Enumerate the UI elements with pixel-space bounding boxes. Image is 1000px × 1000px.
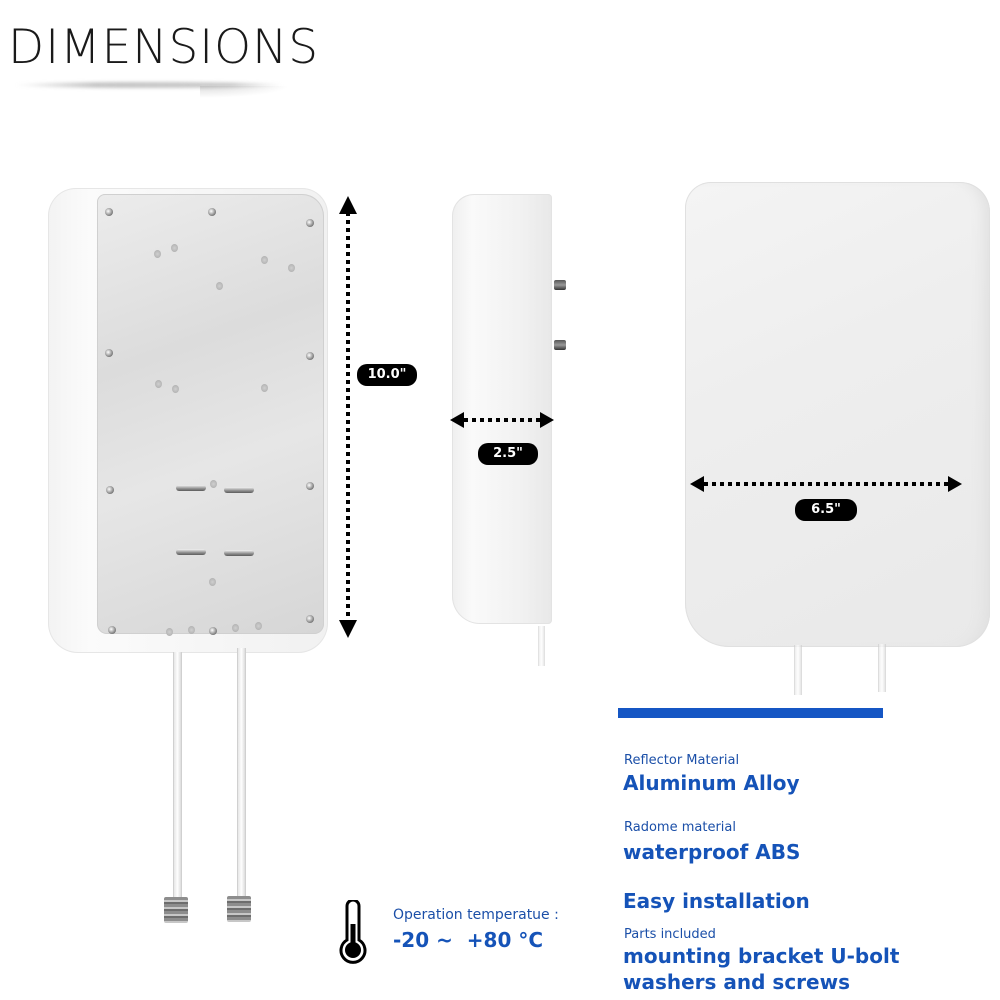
rivet-hole [261, 384, 268, 392]
title-underline-shadow [14, 82, 284, 88]
title-underline-shadow-fade [200, 86, 290, 98]
arrow-right-icon [948, 476, 962, 492]
screw-icon [108, 626, 116, 634]
side-connector-icon [554, 340, 566, 350]
arrow-right-icon [540, 412, 554, 428]
depth-dimension-badge: 2.5" [478, 443, 538, 465]
screw-icon [209, 627, 217, 635]
screw-icon [105, 349, 113, 357]
page-title: DIMENSIONS [8, 20, 320, 75]
spec-value-parts-line2: washers and screws [623, 970, 850, 994]
width-dimension-badge: 6.5" [795, 499, 857, 521]
height-dimension-badge: 10.0" [357, 364, 417, 386]
reflector-plate [97, 194, 324, 634]
rivet-hole [171, 244, 178, 252]
rivet-hole [154, 250, 161, 258]
coax-cable [878, 644, 886, 692]
rivet-hole [209, 578, 216, 586]
rivet-hole [261, 256, 268, 264]
coax-cable [794, 645, 802, 695]
height-dimension-line [346, 212, 350, 622]
spec-label-parts: Parts included [624, 927, 716, 942]
screw-icon [306, 615, 314, 623]
rivet-hole [166, 628, 173, 636]
rivet-hole [288, 264, 295, 272]
arrow-up-icon [339, 196, 357, 214]
screw-icon [306, 352, 314, 360]
spec-label-reflector: Reflector Material [624, 753, 740, 768]
screw-icon [105, 208, 113, 216]
spec-value-parts-line1: mounting bracket U-bolt [623, 944, 900, 968]
spec-easy-installation: Easy installation [623, 889, 810, 913]
screw-icon [208, 208, 216, 216]
spec-divider [618, 708, 883, 718]
antenna-side-housing [452, 194, 552, 624]
spec-label-radome: Radome material [624, 820, 736, 835]
rivet-hole [232, 624, 239, 632]
screw-icon [106, 486, 114, 494]
coax-cable [237, 648, 246, 898]
rivet-hole [210, 480, 217, 488]
coax-cable [538, 626, 545, 666]
rivet-hole [255, 622, 262, 630]
arrow-down-icon [339, 620, 357, 638]
side-connector-icon [554, 280, 566, 290]
coax-cable [173, 652, 182, 897]
screw-icon [306, 482, 314, 490]
dipole-pin [176, 485, 206, 491]
rivet-hole [155, 380, 162, 388]
antenna-front-radome [685, 182, 990, 647]
temperature-value: -20 ~ +80 °C [393, 928, 544, 952]
rivet-hole [172, 385, 179, 393]
rivet-hole [216, 282, 223, 290]
width-dimension-line [704, 482, 948, 486]
temperature-label: Operation temperatue : [393, 907, 559, 923]
dipole-pin [224, 487, 254, 493]
spec-value-reflector: Aluminum Alloy [623, 771, 800, 795]
dipole-pin [176, 549, 206, 555]
screw-icon [306, 219, 314, 227]
thermometer-icon [339, 900, 367, 964]
depth-dimension-line [464, 418, 540, 422]
arrow-left-icon [690, 476, 704, 492]
rivet-hole [188, 626, 195, 634]
spec-value-radome: waterproof ABS [623, 840, 801, 864]
arrow-left-icon [450, 412, 464, 428]
n-connector-icon [227, 896, 251, 922]
n-connector-icon [164, 897, 188, 923]
dipole-pin [224, 550, 254, 556]
